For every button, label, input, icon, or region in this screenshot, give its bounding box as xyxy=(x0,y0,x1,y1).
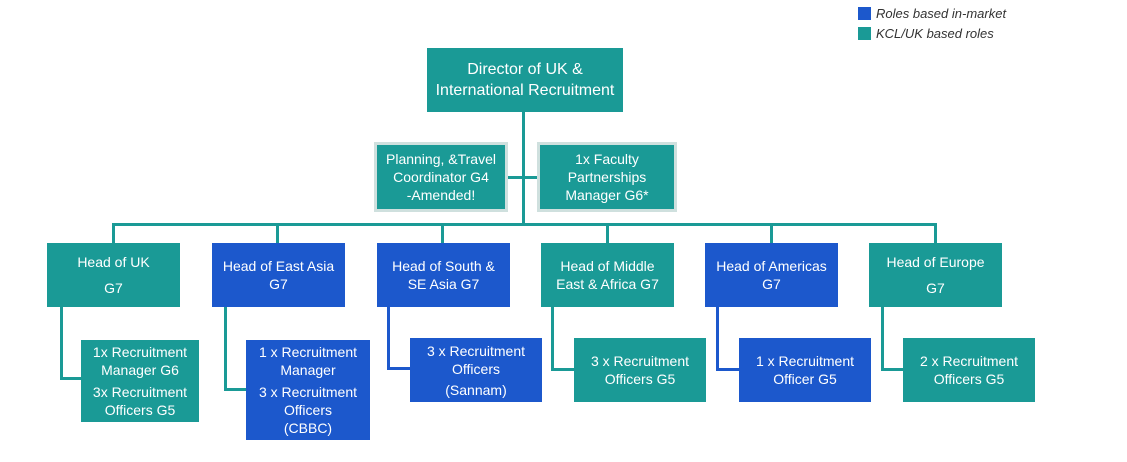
team-east-asia-line-2: Manager xyxy=(280,362,336,378)
head-uk-line-2: G7 xyxy=(104,280,123,296)
director-line-2: International Recruitment xyxy=(435,82,615,99)
head-europe-line-1: Head of Europe xyxy=(886,254,985,270)
planning-coordinator-box: Planning, &Travel Coordinator G4 -Amende… xyxy=(374,142,508,212)
head-middle-east-line-2: East & Africa G7 xyxy=(556,276,659,292)
connector-team-1-v xyxy=(60,307,63,380)
head-europe-line-2: G7 xyxy=(926,280,945,296)
head-americas-box: Head of Americas G7 xyxy=(705,243,838,307)
head-east-asia-box: Head of East Asia G7 xyxy=(212,243,345,307)
connector-team-4-v xyxy=(551,307,554,371)
connector-team-6-h xyxy=(881,368,903,371)
legend-item-uk-based: KCL/UK based roles xyxy=(858,26,994,41)
team-east-asia-line-4: Officers xyxy=(284,402,332,418)
team-south-asia-line-1: 3 x Recruitment xyxy=(426,342,526,359)
connector-support-right xyxy=(522,176,540,179)
team-south-asia-line-2: Officers xyxy=(452,360,500,377)
team-east-asia-line-3: 3 x Recruitment xyxy=(258,384,358,400)
team-uk-line-4: Officers G5 xyxy=(104,402,176,418)
team-east-asia-line-1: 1 x Recruitment xyxy=(258,344,358,360)
planning-line-1: Planning, &Travel xyxy=(386,151,496,167)
connector-team-6-v xyxy=(881,307,884,371)
legend-label: Roles based in-market xyxy=(876,6,1007,21)
connector-team-3-h xyxy=(387,367,410,370)
team-south-asia-line-3: (Sannam) xyxy=(445,381,507,398)
team-east-asia-box: 1 x Recruitment Manager 3 x Recruitment … xyxy=(246,340,370,440)
team-europe-box: 2 x Recruitment Officers G5 xyxy=(903,338,1035,402)
head-south-asia-box: Head of South & SE Asia G7 xyxy=(377,243,510,307)
faculty-partnerships-box: 1x Faculty Partnerships Manager G6* xyxy=(537,142,677,212)
head-americas-line-1: Head of Americas xyxy=(716,258,827,274)
legend-swatch-teal xyxy=(858,27,871,40)
head-east-asia-line-1: Head of East Asia xyxy=(222,258,335,274)
legend-swatch-blue xyxy=(858,7,871,20)
connector-support-left xyxy=(505,176,525,179)
connector-director-trunk xyxy=(522,112,525,225)
team-middle-east-line-1: 3 x Recruitment xyxy=(590,353,690,369)
connector-head-3 xyxy=(441,223,444,243)
director-box: Director of UK & International Recruitme… xyxy=(427,48,623,112)
head-middle-east-box: Head of Middle East & Africa G7 xyxy=(541,243,674,307)
head-south-asia-line-1: Head of South & xyxy=(392,258,495,274)
team-americas-line-2: Officer G5 xyxy=(773,371,837,387)
connector-head-5 xyxy=(770,223,773,243)
team-europe-line-1: 2 x Recruitment xyxy=(919,353,1019,369)
legend-item-in-market: Roles based in-market xyxy=(858,6,1006,21)
legend-label: KCL/UK based roles xyxy=(876,26,994,41)
planning-line-2: Coordinator G4 xyxy=(393,169,489,185)
connector-team-5-h xyxy=(716,368,739,371)
team-east-asia-line-5: (CBBC) xyxy=(283,420,333,436)
head-americas-line-2: G7 xyxy=(762,276,781,292)
connector-head-1 xyxy=(112,223,115,243)
head-uk-line-1: Head of UK xyxy=(77,254,150,270)
director-line-1: Director of UK & xyxy=(467,61,583,78)
connector-team-2-v xyxy=(224,307,227,391)
team-middle-east-line-2: Officers G5 xyxy=(604,371,676,387)
head-europe-box: Head of Europe G7 xyxy=(869,243,1002,307)
team-south-asia-box: 3 x Recruitment Officers (Sannam) xyxy=(410,338,542,402)
connector-team-1-h xyxy=(60,377,81,380)
head-south-asia-line-2: SE Asia G7 xyxy=(407,276,480,292)
connector-head-6 xyxy=(934,223,937,243)
team-europe-line-2: Officers G5 xyxy=(933,371,1005,387)
team-middle-east-box: 3 x Recruitment Officers G5 xyxy=(574,338,706,402)
faculty-line-2: Partnerships xyxy=(567,169,647,185)
faculty-line-3: Manager G6* xyxy=(565,187,649,203)
team-uk-line-2: Manager G6 xyxy=(101,362,179,378)
connector-team-3-v xyxy=(387,307,390,370)
team-americas-box: 1 x Recruitment Officer G5 xyxy=(739,338,871,402)
connector-team-5-v xyxy=(716,307,719,371)
team-uk-line-1: 1x Recruitment xyxy=(92,344,188,360)
connector-head-4 xyxy=(606,223,609,243)
team-americas-line-1: 1 x Recruitment xyxy=(755,353,855,369)
faculty-line-1: 1x Faculty xyxy=(575,151,639,167)
team-uk-line-3: 3x Recruitment xyxy=(92,384,188,400)
head-middle-east-line-1: Head of Middle xyxy=(560,258,655,274)
connector-team-2-h xyxy=(224,388,246,391)
planning-line-3: -Amended! xyxy=(406,187,476,203)
head-uk-box: Head of UK G7 xyxy=(47,243,180,307)
connector-head-2 xyxy=(276,223,279,243)
head-east-asia-line-2: G7 xyxy=(269,276,288,292)
connector-team-4-h xyxy=(551,368,574,371)
team-uk-box: 1x Recruitment Manager G6 3x Recruitment… xyxy=(81,340,199,422)
connector-heads-bus xyxy=(112,223,937,226)
